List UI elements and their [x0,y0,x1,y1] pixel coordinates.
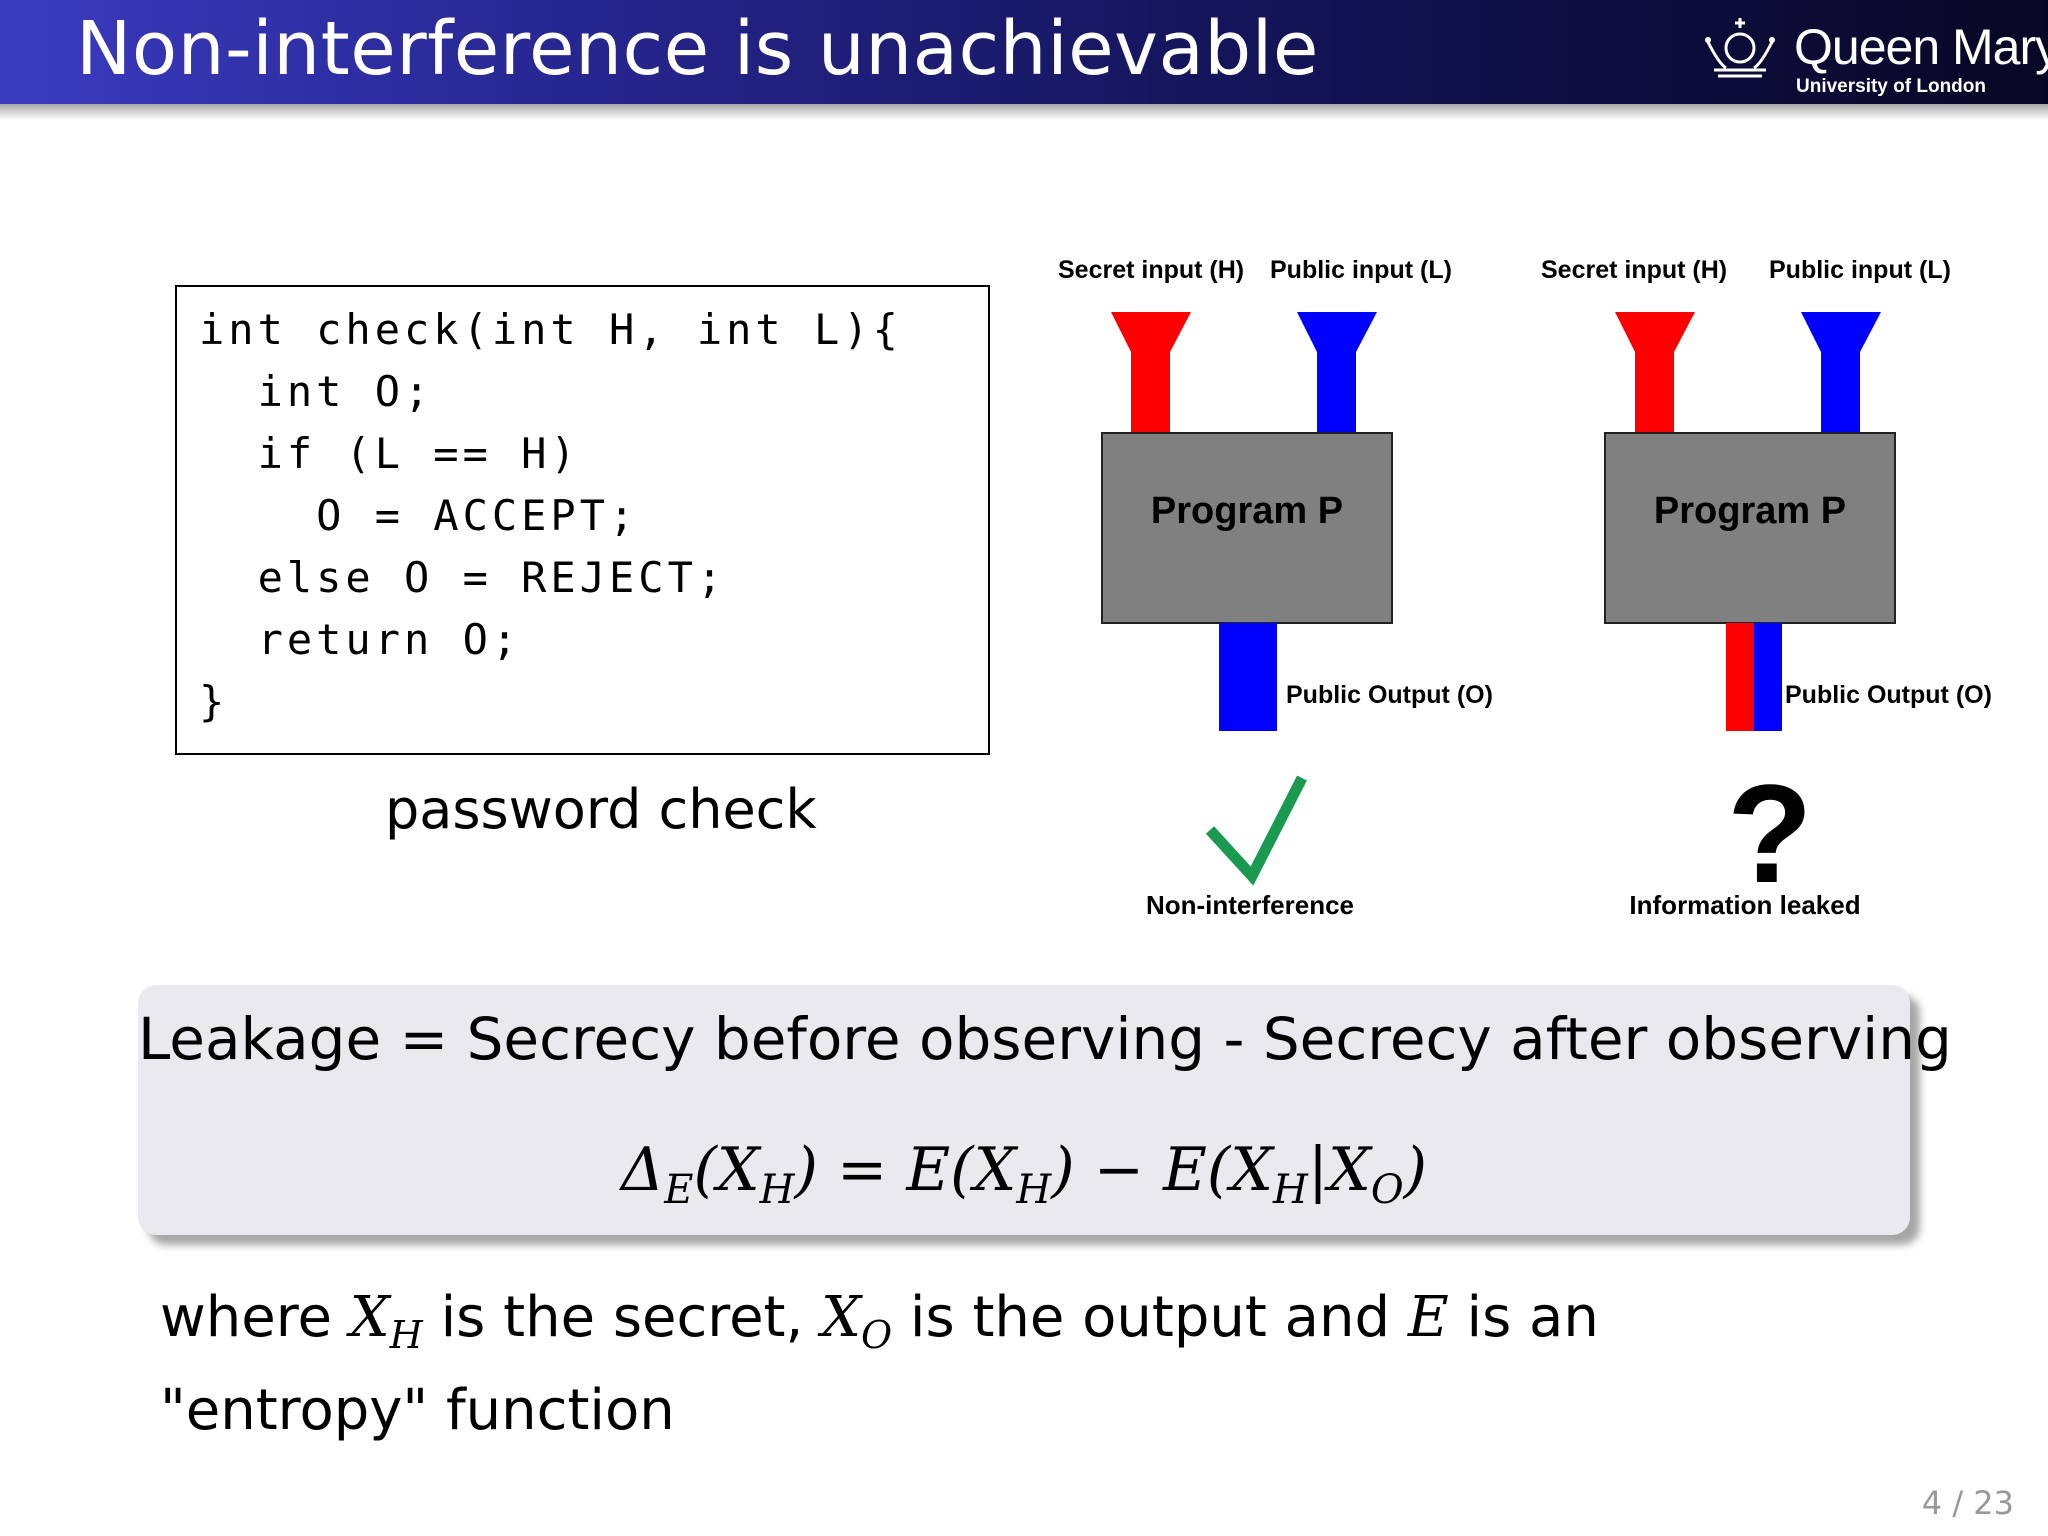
code-line: O = ACCEPT; [199,491,639,540]
program-box [1101,432,1393,624]
public-input-label: Public input (L) [1769,256,1951,284]
public-output-bar-public [1754,623,1782,731]
code-line: int O; [199,367,434,416]
leakage-definition: Leakage = Secrecy before observing - Sec… [138,1005,1952,1073]
code-line: int check(int H, int L){ [199,305,902,354]
checkmark-icon [1205,775,1307,886]
public-input-label: Public input (L) [1270,256,1452,284]
result-label: Information leaked [1629,890,1861,920]
variable-explanation: where XH is the secret, XO is the output… [160,1285,1599,1444]
public-output-label: Public Output (O) [1785,681,1992,709]
program-label: Program P [1653,490,1847,532]
logo-subtitle: University of London [1796,76,1986,97]
leakage-definition-box: Leakage = Secrecy before observing - Sec… [138,985,1952,1235]
code-line: } [199,677,229,726]
secret-input-funnel [1111,312,1191,433]
code-line: if (L == H) [199,429,580,478]
crown-icon [1705,18,1775,78]
question-mark-icon: ? [1727,755,1813,912]
secret-input-funnel [1615,312,1695,433]
page-number: 4 / 23 [1921,1484,2014,1522]
code-caption: password check [385,778,817,841]
public-output-bar-secret [1726,623,1754,731]
slide-header: Non-interference is unachievable Queen M… [0,0,2048,120]
university-logo: Queen Mary University of London [1700,12,2048,102]
secret-input-label: Secret input (H) [1541,256,1728,284]
secret-input-label: Secret input (H) [1058,256,1245,284]
logo-name: Queen Mary [1794,19,2048,75]
slide-title: Non-interference is unachievable [76,6,1319,92]
flow-diagram [1604,312,1896,731]
code-listing: int check(int H, int L){ int O; if (L ==… [175,285,990,755]
public-output-bar [1219,623,1277,731]
code-line: else O = REJECT; [199,553,727,602]
code-line: return O; [199,615,522,664]
diagram-information-leaked: Secret input (H) Public input (L) Progra… [1535,250,2015,930]
leakage-equation: ΔE(XH) = E(XH) − E(XH|XO) [620,1135,1428,1213]
program-label: Program P [1150,490,1344,532]
public-input-funnel [1297,312,1377,433]
result-label: Non-interference [1145,890,1355,920]
public-output-label: Public Output (O) [1286,681,1493,709]
public-input-funnel [1801,312,1881,433]
diagram-non-interference: Secret input (H) Public input (L) Progra… [1050,250,1530,930]
flow-diagram [1101,312,1393,886]
